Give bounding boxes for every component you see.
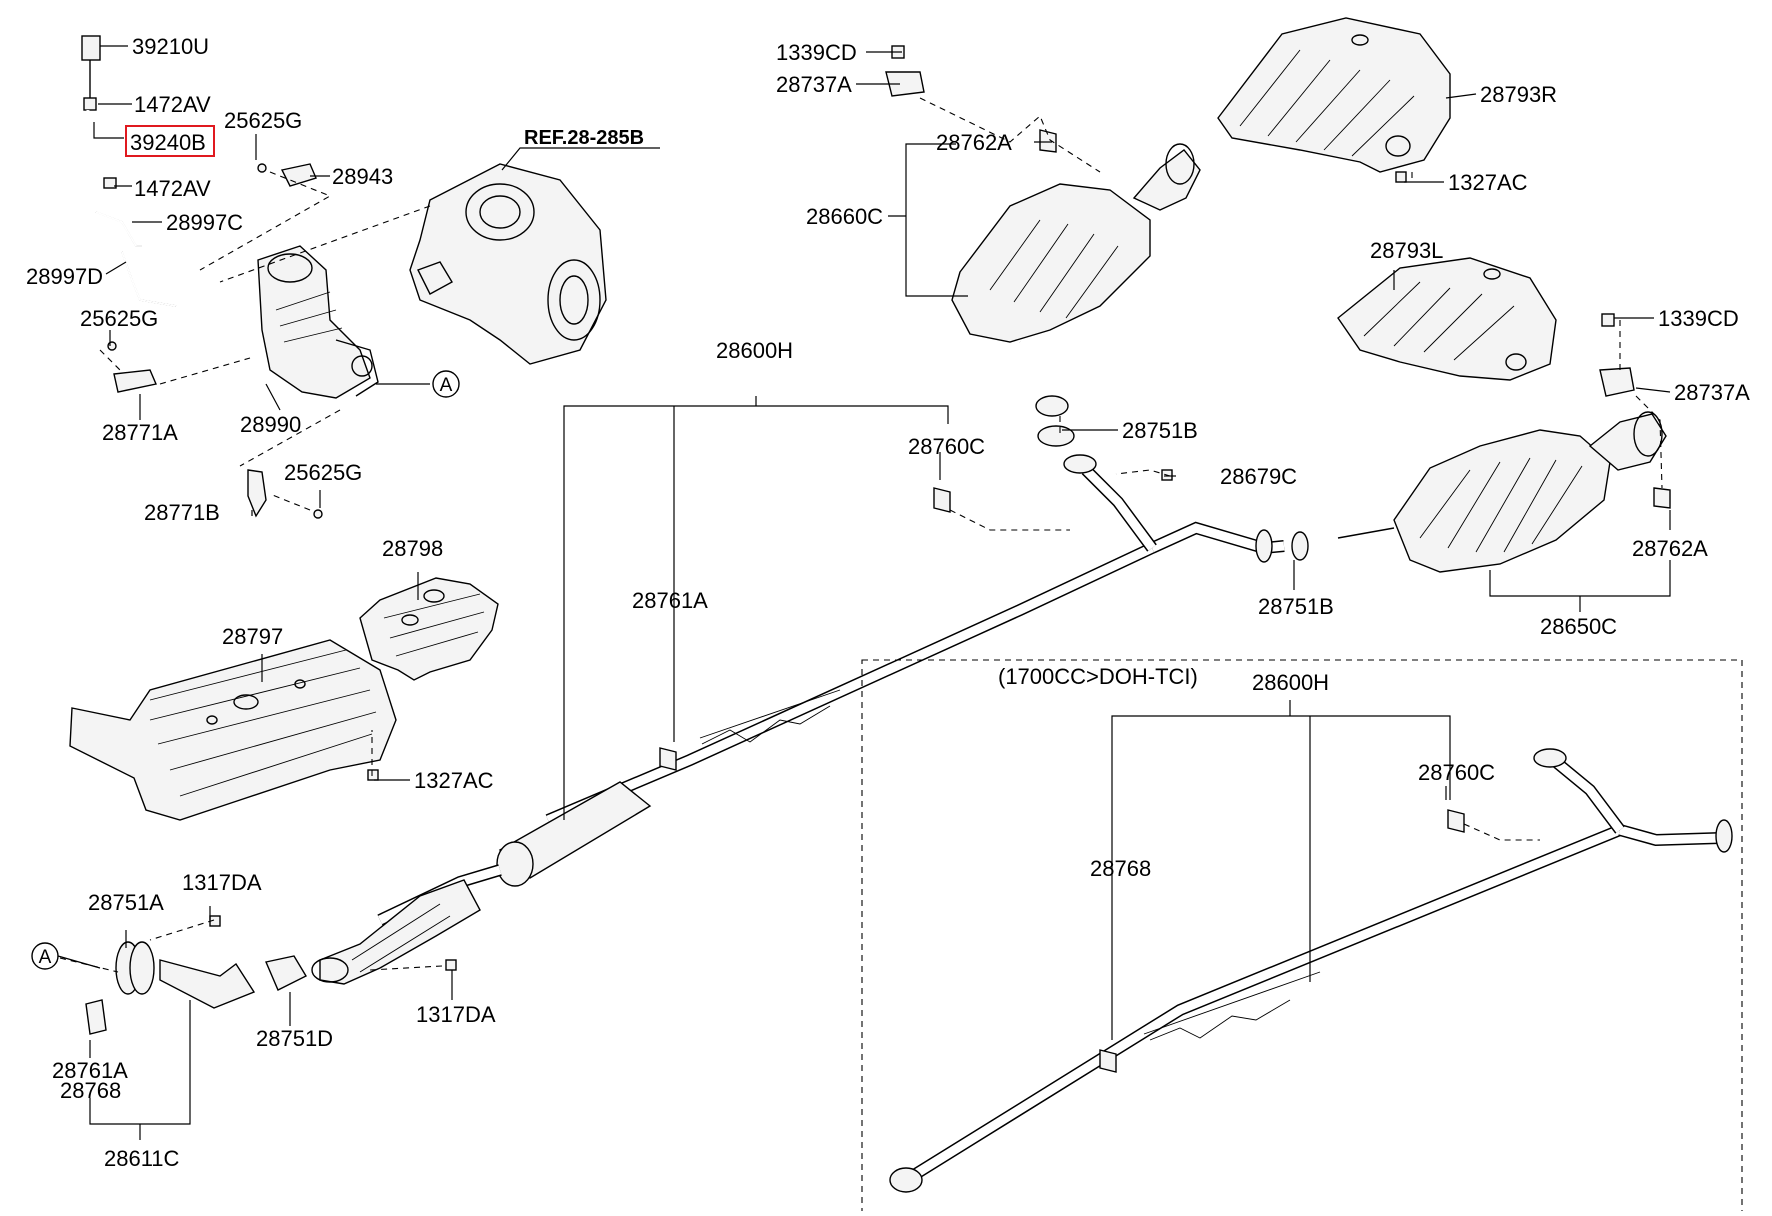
label-25625G-bottom: 25625G [284,460,362,485]
label-28768-variant: 28768 [1090,856,1151,881]
label-28768-lower: 28768 [60,1078,121,1103]
label-28797: 28797 [222,624,283,649]
label-28761A-upper: 28761A [632,588,708,613]
label-28760C-upper: 28760C [908,434,985,459]
muffler-28660C-drawing [951,143,1201,417]
variant-pipe-drawing [889,748,1733,1193]
label-28751D: 28751D [256,1026,333,1051]
label-28793L: 28793L [1370,238,1443,263]
label-28679C: 28679C [1220,464,1297,489]
label-28600H-variant: 28600H [1252,670,1329,695]
label-28771A: 28771A [102,420,178,445]
catalytic-converter-drawing [257,245,379,399]
highlight-box-39240B [125,125,215,157]
turbocharger-reference-drawing [409,163,607,365]
label-39210U: 39210U [132,34,209,59]
label-28771B: 28771B [144,500,220,525]
label-28737A-top: 28737A [776,72,852,97]
label-28737A-right: 28737A [1674,380,1750,405]
label-28650C: 28650C [1540,614,1617,639]
label-28751A: 28751A [88,890,164,915]
heat-shield-28798-drawing [359,577,499,681]
heat-shield-28797-drawing [69,639,397,821]
bracket-drawings [107,163,323,519]
label-28943: 28943 [332,164,393,189]
label-28760C-variant: 28760C [1418,760,1495,785]
connector-a-lower: A [31,942,101,970]
main-exhaust-pipe-drawing [377,454,1285,926]
label-1472AV-top: 1472AV [134,92,211,117]
connector-a-label: A [440,375,453,396]
label-1327AC-top: 1327AC [1448,170,1528,195]
label-1339CD-right: 1339CD [1658,306,1739,331]
muffler-28650C-drawing [1337,411,1667,573]
label-variant-note: (1700CC>DOH-TCI) [998,664,1198,689]
label-1339CD-top: 1339CD [776,40,857,65]
label-28997D: 28997D [26,264,103,289]
solid-leaders [89,45,1671,1140]
front-pipe-drawing [85,879,481,1035]
label-28751B-upper: 28751B [1122,418,1198,443]
label-1317DA-bottom: 1317DA [416,1002,496,1027]
label-28660C: 28660C [806,204,883,229]
label-28611C: 28611C [104,1146,180,1171]
part-labels: 39210U 1472AV 39240B 1472AV 25625G 28943… [26,34,1750,1171]
label-28798: 28798 [382,536,443,561]
label-25625G-top: 25625G [224,108,302,133]
label-28990: 28990 [240,412,301,437]
label-28762A-right: 28762A [1632,536,1708,561]
label-28793R: 28793R [1480,82,1557,107]
connector-a-upper: A [376,370,460,398]
connector-a-label: A [39,947,52,968]
label-28761A-lower: 28761A [52,1058,128,1083]
label-28751B-lower: 28751B [1258,594,1334,619]
heat-shield-28793L-drawing [1337,257,1557,381]
oxygen-sensor-drawing [81,35,117,189]
label-1317DA-top: 1317DA [182,870,262,895]
label-28600H-upper: 28600H [716,338,793,363]
dashed-leaders [59,97,1663,973]
heat-shield-28793R-drawing [1217,17,1451,173]
label-39240B[interactable]: 39240B [130,130,206,155]
label-reference: REF.28-285B [524,127,644,149]
label-28997C: 28997C [166,210,243,235]
label-25625G-middle: 25625G [80,306,158,331]
label-28762A-top: 28762A [936,130,1012,155]
label-1472AV-bottom: 1472AV [134,176,211,201]
label-1327AC-lower: 1327AC [414,768,494,793]
heat-pipe-drawing [95,211,177,307]
